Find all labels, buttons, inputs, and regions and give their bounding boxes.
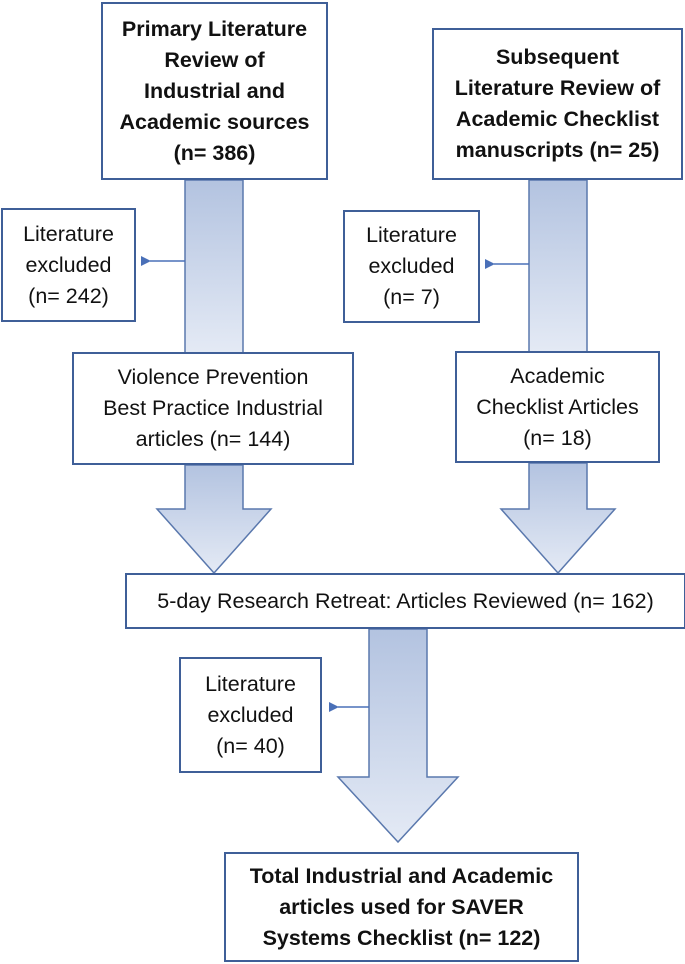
box-line: (n= 242)	[28, 283, 109, 308]
left-block-arrow	[155, 464, 273, 575]
box-line: Systems Checklist (n= 122)	[262, 925, 541, 950]
primary-review-box: Primary Literature Review of Industrial …	[101, 2, 328, 180]
box-line: Subsequent	[495, 45, 620, 69]
box-line: Academic sources	[119, 109, 310, 134]
excluded-right-box: Literature excluded (n= 7)	[343, 210, 480, 323]
box-line: manuscripts (n= 25)	[455, 138, 660, 162]
box-line: Literature	[23, 221, 114, 246]
industrial-articles-box: Violence Prevention Best Practice Indust…	[72, 352, 354, 465]
box-line: Literature Review of	[454, 76, 661, 100]
box-line: Total Industrial and Academic	[249, 863, 554, 888]
box-line: (n= 7)	[383, 285, 440, 309]
box-line: Checklist Articles	[476, 394, 639, 419]
box-line: (n= 18)	[523, 425, 592, 450]
box-line: Academic	[510, 363, 605, 388]
box-line: Best Practice Industrial	[103, 396, 323, 420]
box-line: articles (n= 144)	[135, 427, 291, 451]
box-line: excluded	[25, 252, 112, 277]
academic-articles-box: Academic Checklist Articles (n= 18)	[455, 351, 660, 463]
box-line: articles used for SAVER	[279, 894, 524, 919]
bottom-block-arrow	[336, 628, 460, 844]
box-line: Review of	[164, 47, 265, 72]
subsequent-review-box: Subsequent Literature Review of Academic…	[432, 28, 683, 180]
excluded-left-box: Literature excluded (n= 242)	[1, 208, 136, 322]
right-block-arrow	[499, 462, 617, 575]
research-retreat-box: 5-day Research Retreat: Articles Reviewe…	[125, 573, 685, 629]
box-line: Violence Prevention	[117, 365, 309, 389]
right-shaft-upper	[528, 179, 588, 353]
box-line: 5-day Research Retreat: Articles Reviewe…	[157, 588, 654, 613]
box-line: (n= 386)	[173, 140, 256, 165]
box-line: Industrial and	[144, 78, 285, 103]
box-line: Academic Checklist	[455, 107, 660, 131]
excluded-bottom-box: Literature excluded (n= 40)	[179, 657, 322, 773]
box-line: excluded	[368, 254, 455, 278]
box-line: excluded	[207, 702, 294, 727]
left-shaft-upper	[184, 179, 244, 354]
box-line: Literature	[205, 671, 296, 696]
box-line: Literature	[366, 223, 457, 247]
final-total-box: Total Industrial and Academic articles u…	[224, 852, 579, 962]
box-line: Primary Literature	[121, 16, 308, 41]
box-line: (n= 40)	[216, 733, 285, 758]
